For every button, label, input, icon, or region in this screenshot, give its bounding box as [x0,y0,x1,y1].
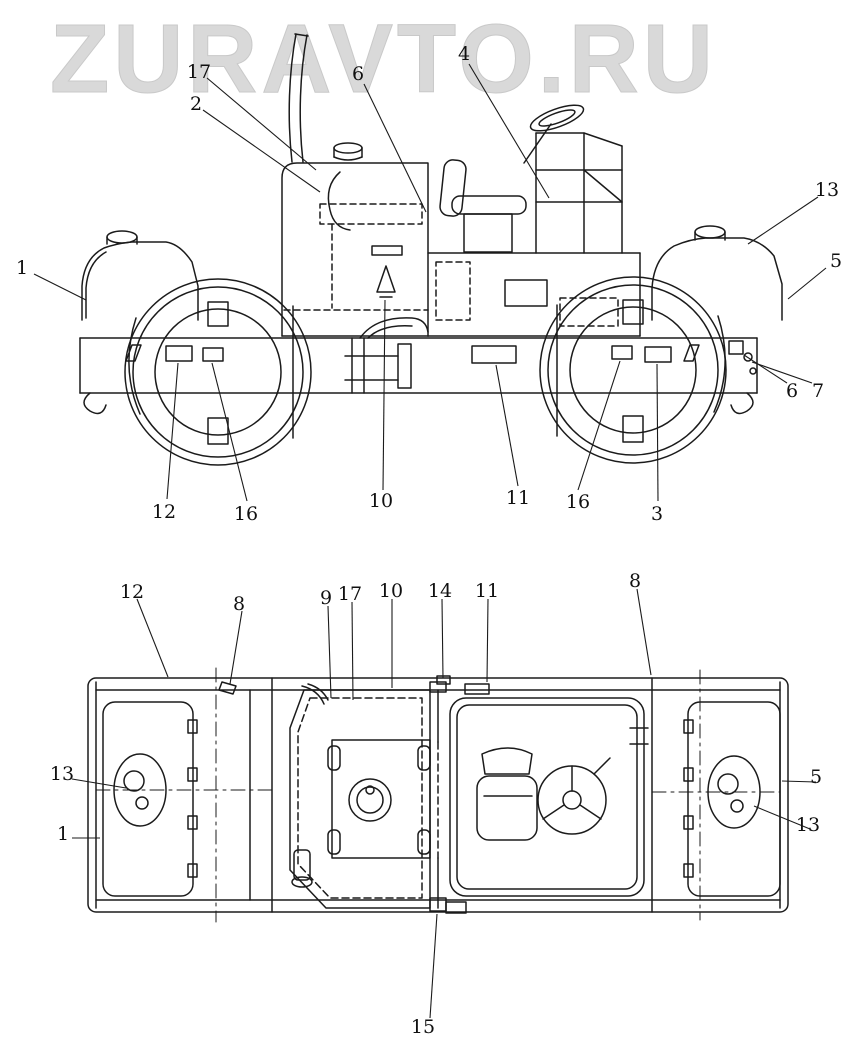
leader-side-10 [382,299,386,491]
watermark-text: ZURAVTO.RU [50,4,717,113]
frame-plate-12 [165,345,193,362]
platform-plan [449,683,649,897]
leader-side-2 [202,109,321,193]
main-frame [79,317,758,415]
plan-callout-11: 11 [475,580,499,602]
frame-plate-11 [471,345,517,364]
plan-callout-14: 14 [428,580,452,602]
plan-callout-1: 1 [57,823,69,845]
leader-side-6-frame [743,354,788,384]
platform-railing [535,132,623,254]
right-roller-plan [651,677,781,913]
side-callout-3: 3 [651,503,663,525]
leader-plan-12 [136,598,169,678]
engine-hood-plan [289,683,431,909]
leader-plan-8-right [636,588,652,676]
leader-plan-17 [351,601,354,701]
side-callout-16-right: 16 [566,491,590,513]
leader-plan-15 [429,913,438,1019]
direction-arrow [376,265,396,298]
leader-side-16-right [577,360,621,491]
plan-callout-8-right: 8 [629,570,641,592]
leader-side-5 [787,267,827,300]
leader-plan-11 [486,598,489,683]
side-callout-4: 4 [458,43,470,65]
leader-side-6-top [363,83,427,213]
leader-side-13 [747,196,819,245]
leader-side-4 [468,63,550,199]
leader-side-1 [33,273,87,301]
plan-callout-17: 17 [338,583,362,605]
plan-callout-13-right: 13 [796,814,820,836]
steering-wheel-plan [537,757,611,835]
leader-side-12 [166,362,179,500]
leader-lines [33,63,827,1019]
leader-plan-8-left [229,610,243,685]
centerlines-plan [95,667,781,923]
frame-plate-3 [644,346,672,363]
side-view-drawing [79,33,783,466]
operator-seat [439,159,527,253]
articulation-plan [429,675,467,914]
frame-plate-16-right [611,345,633,360]
left-roller-plan [102,677,273,913]
side-callout-7: 7 [812,380,824,402]
left-fender [81,230,199,321]
leader-plan-13-right [753,805,811,830]
side-callout-2: 2 [190,93,202,115]
steering-wheel-side [523,104,585,164]
leader-side-11 [495,364,519,487]
callout-labels: 17 2 6 4 13 1 5 6 7 12 16 10 11 16 3 12 … [16,43,842,1038]
part-11-plan [464,683,490,695]
exhaust-pipe [288,33,309,163]
frame-plate-16-left [202,347,224,362]
plan-callout-9: 9 [320,587,332,609]
side-callout-1: 1 [16,257,28,279]
leader-plan-13-left [71,778,127,789]
right-fender [651,225,783,321]
engine-hood [281,142,429,337]
fuel-filler-plan [348,778,392,822]
side-callout-12: 12 [152,501,176,523]
rear-deck [427,252,641,337]
side-callout-17: 17 [187,61,211,83]
hood-side-cylinder [293,849,311,881]
leader-side-17 [206,77,317,171]
plan-callout-13-left: 13 [50,763,74,785]
left-hatch-plate [113,753,167,827]
side-callout-5: 5 [830,250,842,272]
rear-drum [539,276,727,464]
side-callout-13: 13 [815,179,839,201]
side-callout-6-top: 6 [352,63,364,85]
part-15-b [445,901,467,914]
leader-side-7 [751,361,813,384]
left-access-door [102,701,194,897]
leader-side-16-left [211,362,248,502]
plan-callout-15: 15 [411,1016,435,1038]
side-callout-6-frame: 6 [786,380,798,402]
right-access-door [687,701,781,897]
plan-callout-5: 5 [810,766,822,788]
filler-cap [333,142,363,154]
plan-callout-8-left: 8 [233,593,245,615]
leader-plan-14 [441,598,444,679]
plan-view-drawing [87,667,789,923]
side-callout-16-left: 16 [234,503,258,525]
plan-callout-10: 10 [379,580,403,602]
leader-side-3 [656,363,659,502]
side-callout-11: 11 [506,487,530,509]
front-drum [124,278,312,466]
side-callout-10: 10 [369,490,393,512]
clamp-8-left [218,681,237,695]
frame-box-6 [728,340,744,355]
seat-plan [476,747,538,841]
leader-plan-9 [327,605,332,699]
plan-callout-12: 12 [120,581,144,603]
leader-plan-5 [781,780,817,783]
